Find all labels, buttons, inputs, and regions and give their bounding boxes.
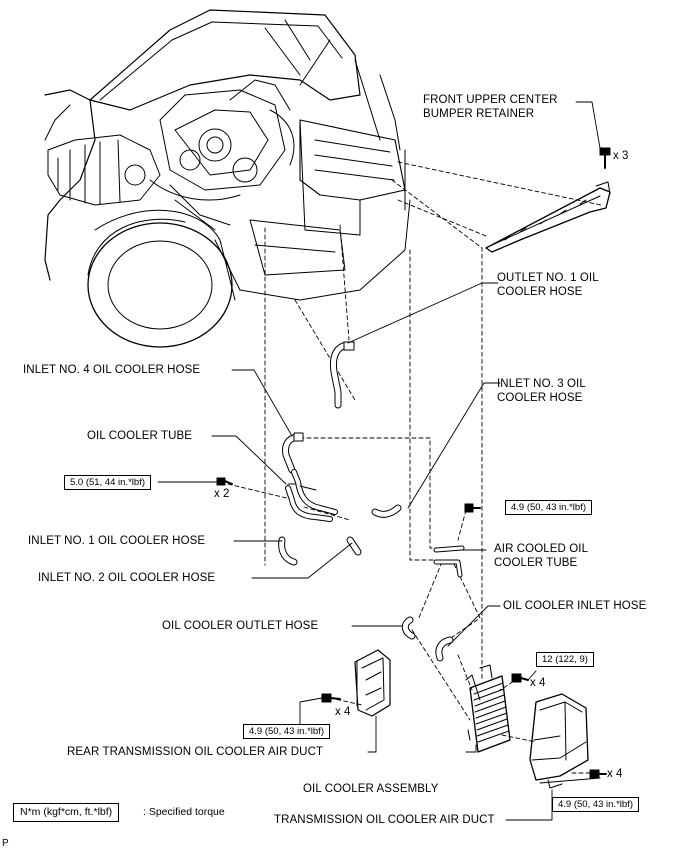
quantity-bumper-bolts: x 3 [613,150,629,162]
bolt-icon [216,477,233,486]
label-air-cooled-line1: AIR COOLED OIL [494,543,589,555]
label-bumper-retainer-line2: BUMPER RETAINER [423,108,535,120]
label-inlet-no2: INLET NO. 2 OIL COOLER HOSE [38,572,216,584]
bolt-icon [464,503,481,513]
bolt-icon [599,147,611,169]
torque-tube: 5.0 (51, 44 in.*lbf) [64,475,151,490]
leader-lines [157,101,601,821]
transmission-oil-cooler-air-duct [529,693,589,789]
torque-trans-duct: 4.9 (50, 43 in.*lbf) [552,797,639,812]
label-outlet-no1-line2: COOLER HOSE [497,286,583,298]
bolt-icon [321,693,341,703]
oil-cooler-assembly [465,664,511,753]
torque-assembly: 12 (122, 9) [536,652,594,667]
quantity-assembly-bolts: x 4 [530,677,546,689]
outlet-no1-oil-cooler-hose [329,341,355,409]
label-oil-cooler-outlet-hose: OIL COOLER OUTLET HOSE [162,620,319,632]
legend-torque-meaning: : Specified torque [143,806,225,818]
label-inlet-no1: INLET NO. 1 OIL COOLER HOSE [28,535,206,547]
label-oil-cooler-assembly: OIL COOLER ASSEMBLY [303,783,439,795]
label-inlet-no3-line2: COOLER HOSE [497,392,583,404]
inlet-no4-oil-cooler-hose [282,432,304,474]
label-bumper-retainer-line1: FRONT UPPER CENTER [423,94,558,106]
torque-air-cooled-tube: 4.9 (50, 43 in.*lbf) [505,500,592,515]
oil-cooler-inlet-hose [435,636,454,662]
inlet-no3-oil-cooler-hose [371,504,402,518]
front-upper-center-bumper-retainer [485,181,611,253]
label-oil-cooler-inlet-hose: OIL COOLER INLET HOSE [503,600,647,612]
label-oil-cooler-tube: OIL COOLER TUBE [87,430,193,442]
air-cooled-oil-cooler-tube [433,545,465,578]
oil-cooler-outlet-hose [401,616,416,640]
legend-torque-unit: N*m (kgf*cm, ft.*lbf) [13,803,120,822]
quantity-rear-duct-bolts: x 4 [335,706,351,718]
torque-rear-duct: 4.9 (50, 43 in.*lbf) [243,724,330,739]
label-rear-duct: REAR TRANSMISSION OIL COOLER AIR DUCT [67,746,324,758]
label-inlet-no3-line1: INLET NO. 3 OIL [497,378,586,390]
bolt-icon [589,769,607,779]
inlet-no1-oil-cooler-hose [278,536,298,566]
label-trans-duct: TRANSMISSION OIL COOLER AIR DUCT [274,814,495,826]
quantity-tube-bolts: x 2 [214,488,230,500]
label-inlet-no4: INLET NO. 4 OIL COOLER HOSE [23,364,201,376]
inlet-no2-oil-cooler-hose [346,536,362,556]
bolt-icon [511,673,529,683]
label-air-cooled-line2: COOLER TUBE [494,557,578,569]
label-outlet-no1-line1: OUTLET NO. 1 OIL [497,272,599,284]
quantity-trans-duct-bolts: x 4 [607,768,623,780]
oil-cooler-tube [285,469,338,522]
corner-mark: P [2,838,9,849]
rear-transmission-oil-cooler-air-duct [354,649,391,717]
vehicle-front-illustration [44,9,411,348]
